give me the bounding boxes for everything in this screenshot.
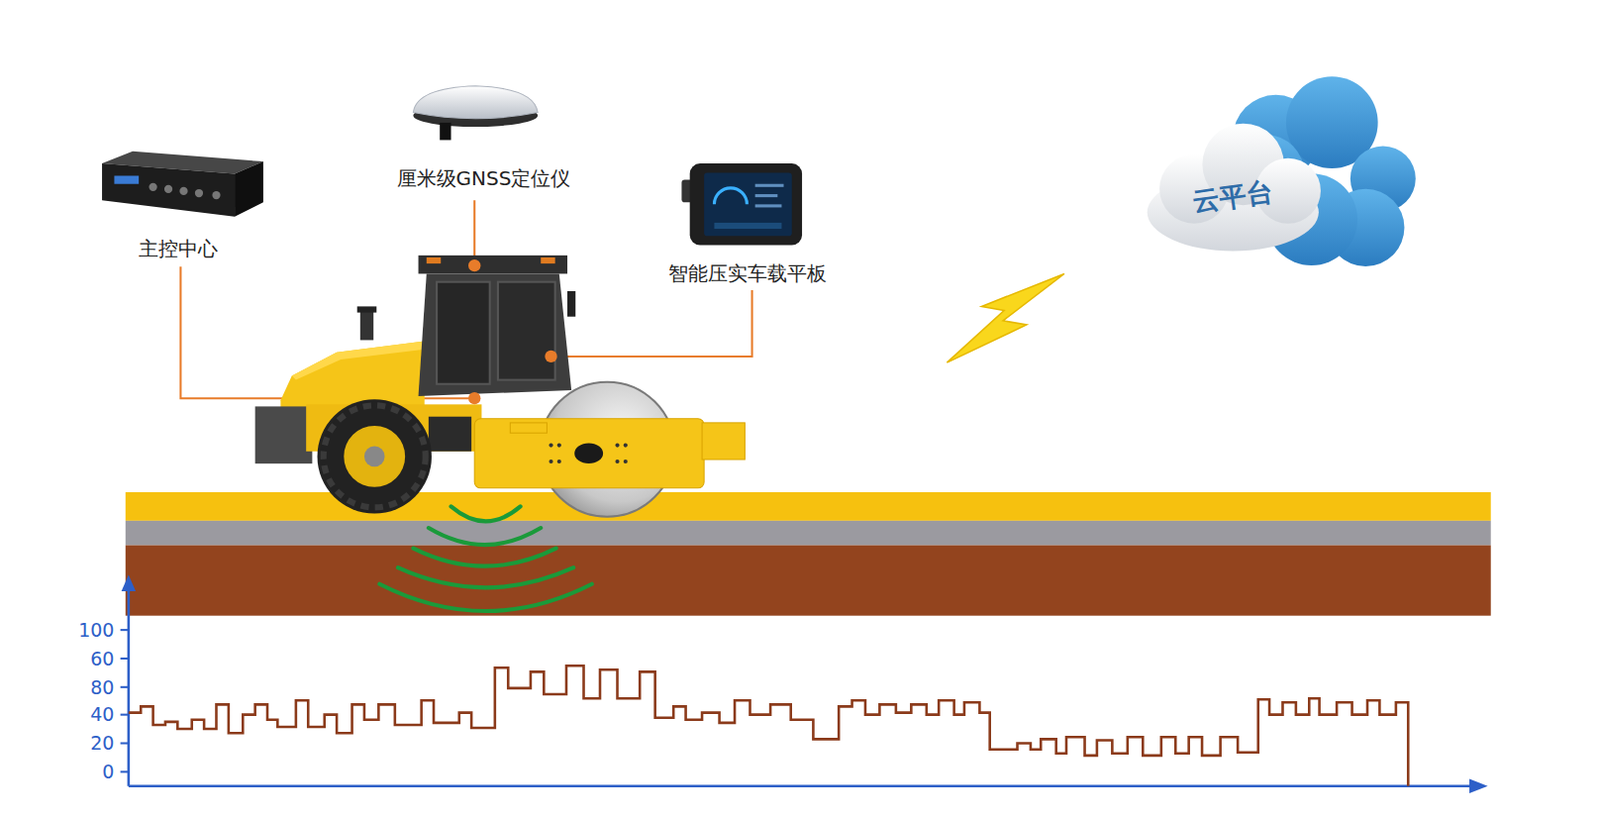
leader-dots — [544, 350, 557, 363]
axis-tick-label: 0 — [101, 760, 114, 784]
road-roller — [623, 443, 628, 448]
road-roller — [357, 305, 378, 312]
road-roller — [567, 291, 576, 317]
road-roller — [292, 340, 425, 380]
gnss-antenna — [412, 86, 538, 119]
control-unit-device — [101, 163, 235, 217]
road-roller — [343, 425, 405, 488]
cloud-shape — [1122, 66, 1419, 271]
tablet-device — [755, 203, 783, 207]
road-roller — [418, 255, 568, 275]
gnss-antenna — [439, 122, 451, 141]
road-roller — [574, 443, 603, 465]
cloud-front — [1146, 123, 1320, 252]
road-roller — [436, 282, 491, 385]
axis-tick-label: 80 — [90, 675, 114, 699]
road-roller — [474, 418, 704, 489]
road-roller — [426, 257, 441, 264]
leader-lines — [551, 290, 753, 357]
device-label: 智能压实车载平板 — [668, 261, 827, 286]
road-roller — [360, 309, 374, 341]
tablet-device — [681, 163, 802, 245]
chart — [1469, 779, 1489, 794]
gnss-antenna — [412, 86, 538, 141]
control-unit-device — [211, 191, 220, 200]
control-unit-device — [113, 175, 139, 184]
leader-lines — [180, 200, 752, 399]
road-layers — [125, 520, 1492, 546]
road-roller — [498, 282, 556, 381]
road-roller — [623, 459, 628, 464]
chart — [120, 657, 129, 660]
chart — [120, 741, 129, 744]
axis-tick-label: 40 — [90, 702, 114, 726]
vibration-waves — [412, 548, 556, 567]
tablet-device — [713, 222, 782, 229]
tablet-device — [755, 184, 785, 188]
chart — [128, 785, 1472, 789]
vibration-waves — [398, 567, 574, 588]
axis-tick-label: 20 — [90, 731, 114, 755]
road-roller — [701, 422, 745, 460]
control-unit-device — [148, 183, 157, 192]
chart — [120, 574, 1489, 794]
road-roller — [540, 257, 555, 264]
road-roller — [323, 404, 426, 507]
device-label: 主控中心 — [138, 236, 218, 261]
road-roller — [557, 443, 562, 448]
chart — [121, 574, 136, 591]
leader-dots — [468, 392, 481, 404]
vibration-waves — [428, 527, 541, 545]
cloud-platform: 云平台 — [1122, 66, 1419, 271]
leader-dots — [468, 259, 481, 272]
road-roller — [255, 255, 746, 517]
axis-tick-label: 100 — [78, 617, 114, 641]
step-series — [128, 665, 1408, 787]
road-roller — [557, 459, 562, 464]
device-label: 厘米级GNSS定位仪 — [397, 166, 572, 191]
tablet-device — [755, 194, 779, 198]
chart — [120, 628, 129, 631]
road-roller — [548, 443, 627, 465]
control-unit-device — [101, 151, 264, 217]
chart — [120, 713, 129, 716]
control-unit-device — [164, 185, 173, 194]
vibration-waves — [451, 505, 521, 521]
road-roller — [317, 399, 432, 513]
road-roller — [509, 422, 547, 433]
axis-tick-label: 60 — [90, 646, 114, 670]
road-roller — [614, 443, 619, 448]
tablet-device — [703, 172, 793, 236]
chart — [120, 686, 129, 689]
leader-dots — [468, 259, 558, 404]
road-layers — [125, 545, 1492, 616]
vibration-waves — [379, 505, 592, 611]
control-unit-device — [179, 187, 188, 196]
road-roller — [418, 273, 573, 397]
control-unit-device — [195, 189, 203, 198]
tablet-device — [690, 163, 802, 245]
road-layers — [125, 492, 1492, 521]
road-layers — [125, 492, 1492, 616]
road-roller — [280, 340, 424, 410]
road-roller — [548, 443, 553, 448]
vibration-waves — [379, 584, 592, 611]
road-roller — [428, 416, 472, 452]
chart — [120, 629, 129, 772]
wireless-bolt — [946, 273, 1065, 363]
chart — [120, 770, 129, 773]
road-roller — [548, 459, 553, 464]
road-roller — [364, 446, 386, 468]
road-roller — [255, 405, 313, 464]
tablet-device — [713, 188, 747, 204]
road-roller — [614, 459, 619, 464]
control-unit-device — [234, 161, 264, 217]
